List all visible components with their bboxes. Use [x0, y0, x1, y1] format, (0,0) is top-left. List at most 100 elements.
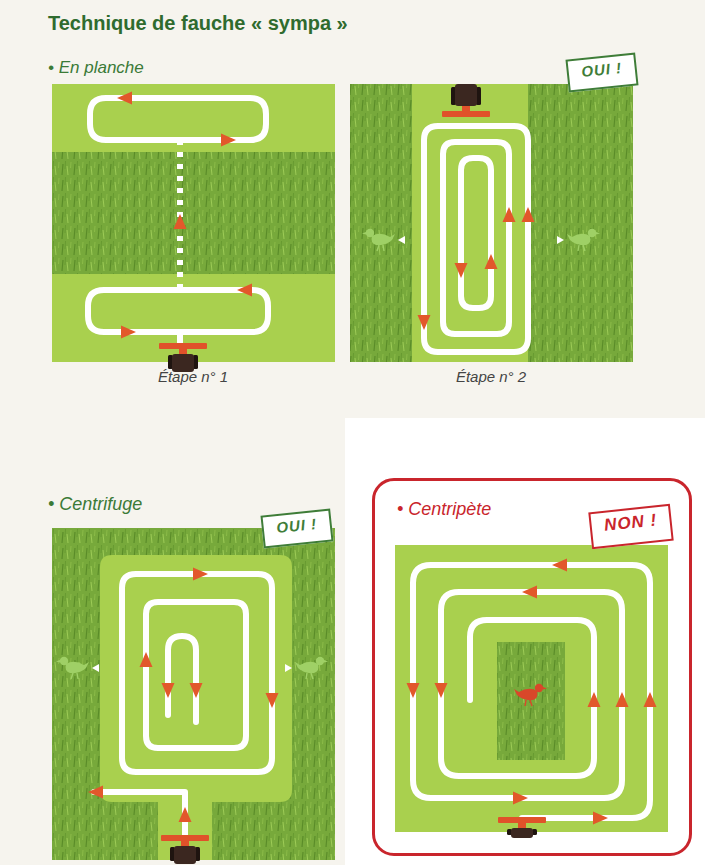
direction-arrow: [455, 263, 468, 278]
flee-arrow: [92, 664, 99, 672]
bird-icon: [557, 229, 600, 251]
bird-icon-part: [596, 232, 600, 235]
title: Technique de fauche « sympa »: [48, 12, 348, 34]
direction-arrow: [179, 807, 192, 822]
direction-arrow: [121, 326, 136, 339]
mowing-track: [424, 126, 528, 352]
method-heading-box: • En planche: [48, 58, 144, 78]
mower-icon-part: [161, 835, 209, 841]
bird-icon-part: [377, 245, 384, 251]
mowing-track: [94, 792, 185, 836]
bird-icon-part: [567, 234, 591, 245]
bird-icon-part: [372, 234, 396, 245]
stamp-text: NON !: [603, 510, 658, 535]
direction-arrow: [266, 693, 279, 708]
direction-arrow: [485, 254, 498, 269]
bird-icon-part: [60, 657, 68, 665]
bird-icon-part: [66, 662, 90, 673]
non-stamp: NON !: [588, 504, 673, 549]
direction-arrow: [162, 683, 175, 698]
bird-icon-part: [366, 229, 374, 237]
direction-arrow: [190, 683, 203, 698]
mowing-track: [90, 98, 266, 140]
method-heading-box: • Centrifuge: [48, 494, 142, 515]
direction-arrow: [174, 214, 187, 229]
bird-icon-part: [578, 245, 585, 251]
direction-arrow: [588, 692, 601, 707]
method-heading: • En planche: [48, 58, 144, 77]
step2-panel-part: [350, 84, 633, 362]
bird-icon-part: [525, 700, 532, 706]
centripete-panel: [395, 545, 668, 838]
bird-icon-part: [543, 687, 547, 690]
bird-icon: [362, 229, 405, 251]
mowing-track: [122, 574, 272, 772]
direction-arrow: [435, 683, 448, 698]
mowing-track: [413, 565, 650, 818]
bird-icon-part: [362, 232, 366, 235]
direction-arrow: [522, 586, 537, 599]
bird-icon: [56, 657, 99, 679]
direction-arrow: [644, 692, 657, 707]
direction-arrow: [193, 568, 208, 581]
bird-icon-part: [56, 660, 60, 663]
flee-arrow: [398, 236, 405, 244]
bird-icon-part: [514, 689, 538, 700]
mowing-track: [461, 158, 491, 308]
mower-icon-part: [174, 846, 196, 864]
mower-icon-part: [511, 828, 533, 838]
flee-arrow: [557, 236, 564, 244]
bird-icon-part: [306, 673, 313, 679]
direction-arrow: [593, 812, 608, 825]
bird-icon: [514, 684, 547, 706]
direction-arrow: [552, 559, 567, 572]
mowing-track: [88, 290, 268, 332]
centrifuge-panel: [52, 528, 335, 864]
step-caption: Étape n° 1: [158, 368, 228, 385]
direction-arrow: [407, 683, 420, 698]
mower-icon-part: [498, 817, 546, 823]
mower-icon: [161, 835, 209, 864]
mower-icon: [159, 343, 207, 372]
mower-icon: [498, 817, 546, 838]
direction-arrow: [221, 134, 236, 147]
mower-icon: [442, 84, 490, 117]
mowing-track: [443, 142, 509, 334]
bird-icon-part: [71, 673, 78, 679]
forbidden-frame: • CentripèteNON !: [372, 478, 692, 856]
centripete-panel-part: [497, 642, 565, 760]
method-heading: • Centrifuge: [48, 494, 142, 514]
bird-icon-part: [295, 662, 319, 673]
direction-arrow: [418, 315, 431, 330]
mower-icon-part: [455, 84, 477, 106]
mower-icon-part: [159, 343, 207, 349]
mower-icon-part: [442, 111, 490, 117]
title-box: Technique de fauche « sympa »: [48, 12, 348, 35]
step-caption: Étape n° 2: [456, 368, 526, 385]
centrifuge-panel-part: [100, 555, 292, 802]
direction-arrow: [117, 92, 132, 105]
direction-arrow: [88, 786, 103, 799]
bird-icon: [285, 657, 328, 679]
bird-icon-part: [588, 229, 596, 237]
direction-arrow: [503, 207, 516, 222]
bird-icon-part: [324, 660, 328, 663]
mowing-track: [168, 636, 196, 722]
mowing-track: [177, 332, 183, 344]
step2-panel-part: [412, 84, 528, 362]
direction-arrow: [237, 284, 252, 297]
white-ground: [345, 418, 705, 865]
step-caption-box: Étape n° 1: [158, 368, 228, 385]
frame-heading: • Centripète: [397, 499, 491, 520]
step2-panel: [350, 84, 633, 362]
step1-panel-part: [52, 152, 335, 274]
step1-panel: [52, 84, 335, 372]
direction-arrow: [140, 652, 153, 667]
bird-icon-part: [535, 684, 543, 692]
step1-panel-part: [52, 84, 335, 362]
flee-arrow: [285, 664, 292, 672]
centrifuge-panel-part: [52, 528, 335, 860]
mowing-track: [146, 602, 246, 748]
